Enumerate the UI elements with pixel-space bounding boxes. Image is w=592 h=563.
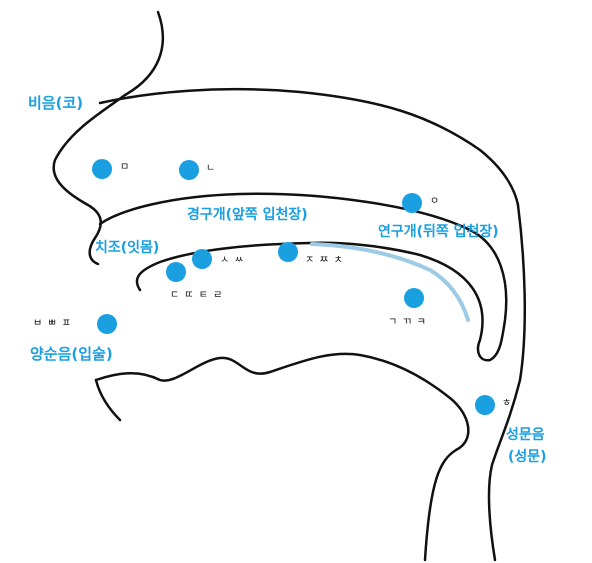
consonant-d: ㄷ ㄸ ㅌ ㄹ [170, 290, 224, 301]
consonant-n: ㄴ [206, 163, 217, 174]
dot-alveolar-d [166, 262, 186, 282]
consonant-s: ㅅ ㅆ [220, 255, 245, 266]
dot-velar-ng [402, 193, 422, 213]
face-profile [52, 10, 165, 266]
label-nasal: 비음(코) [28, 94, 84, 112]
consonant-j: ㅈ ㅉ ㅊ [305, 255, 344, 266]
label-soft-palate: 연구개(뒤쪽 입천장) [378, 224, 499, 240]
label-alveolar-ridge: 치조(잇몸) [95, 240, 160, 256]
dot-glottal-h [475, 395, 495, 415]
consonant-m: ㅁ [120, 162, 131, 173]
dot-labial-b [97, 314, 117, 334]
dot-nasal-n [179, 160, 199, 180]
palate-line [98, 192, 508, 362]
tongue-jaw [94, 352, 470, 562]
dot-palatal-j [278, 242, 298, 262]
label-labial: 양순음(입술) [30, 345, 113, 363]
dot-nasal-m [92, 159, 112, 179]
lower-lip [94, 378, 122, 422]
dot-velar-g [404, 288, 424, 308]
consonant-h: ㅎ [502, 398, 513, 409]
dot-alveolar-s [192, 249, 212, 269]
consonant-ng: ㅇ [430, 196, 441, 207]
consonant-b: ㅂ ㅃ ㅍ [33, 318, 72, 329]
throat-back [487, 203, 527, 562]
consonant-g: ㄱ ㄲ ㅋ [388, 317, 427, 328]
label-glottal-line1: 성문음 [506, 427, 545, 443]
label-hard-palate: 경구개(앞쪽 입천장) [187, 207, 308, 223]
nasal-cavity-roof [98, 87, 520, 207]
label-glottal-line2: (성문) [508, 449, 547, 465]
